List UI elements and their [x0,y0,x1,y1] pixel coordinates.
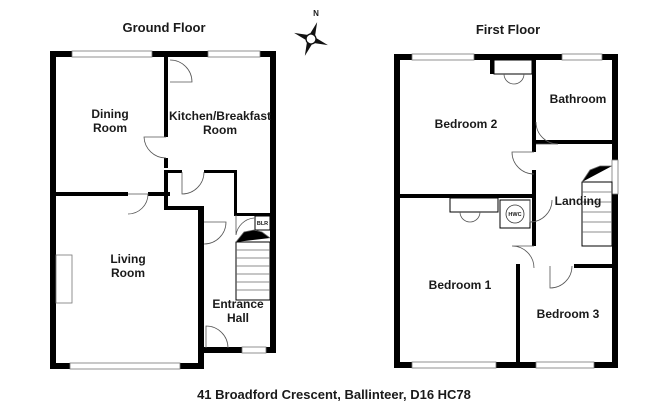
ff-wall-bed3-top [574,264,616,268]
ff-hwc-cylinder [505,204,525,224]
first-floor-plan: HWC Bedroom 2 Bathroom Landing Bedroom 1… [394,53,619,369]
gf-wall-dining-kitchen-lower [164,158,168,168]
ff-wall-right [612,54,618,368]
gf-wall-dining-living-a [50,192,128,196]
ground-floor-title: Ground Floor [122,20,205,35]
ff-wall-bed2-landing [532,170,536,198]
ff-door-hwc [529,199,553,223]
gf-label-entrance-1: Entrance [212,297,264,311]
gf-wall-living-right [164,172,168,210]
gf-label-kitchen-1: Kitchen/Breakfast [169,109,271,123]
ff-hwc-label: HWC [508,212,521,218]
gf-window-kitchen [207,50,261,58]
ff-wardrobe-bed1-doors [459,211,481,223]
ff-wall-bed2-bed1 [394,194,534,198]
gf-wall-boiler-bottom-a [234,213,272,216]
gf-label-dining-1: Dining [91,107,128,121]
ff-wardrobe-bed2-doors [503,73,525,85]
ff-wardrobe-bed1 [449,197,499,213]
gf-door-boiler [235,215,255,236]
gf-door-entrance [205,325,229,349]
ff-wall-bed1-bed3 [516,264,520,368]
ff-staircase [581,165,613,247]
ff-window-bathroom [561,53,603,61]
ff-door-bedroom1 [511,245,535,269]
compass-north-label: N [313,9,319,18]
gf-window-living [69,362,181,370]
gf-wall-dining-kitchen [164,51,168,137]
gf-wall-boiler-left [234,170,237,216]
gf-label-living-1: Living [110,252,145,266]
gf-window-hall [241,346,267,354]
ff-door-bedroom2 [511,151,535,175]
ff-label-bedroom1: Bedroom 1 [429,278,492,292]
ff-door-bathroom [535,121,559,145]
gf-window-dining [71,50,153,58]
ff-window-bedroom1 [411,361,497,369]
gf-wall-kitchen-bottom-a [164,170,182,173]
ff-label-landing: Landing [555,194,602,208]
gf-wall-dining-living-b [148,192,170,196]
gf-staircase [235,229,271,301]
ff-window-bedroom2 [411,53,475,61]
ff-window-bedroom3 [535,361,595,369]
gf-wall-kitchen-bottom-b [204,170,236,173]
address-caption: 41 Broadford Crescent, Ballinteer, D16 H… [197,387,471,402]
ff-wall-left [394,54,400,368]
ff-door-bedroom3 [549,265,573,289]
gf-door-kitchen-hall [181,171,205,195]
ff-wardrobe-bed2-wall [490,60,494,74]
gf-label-kitchen-2: Room [203,123,237,137]
ff-wall-bottom [394,362,618,368]
first-floor-title: First Floor [476,22,540,37]
gf-wall-left [50,51,56,369]
gf-wall-top [50,51,276,57]
ff-wardrobe-bed2 [493,59,533,75]
gf-door-living-hall [203,221,227,245]
compass-icon [294,22,328,56]
gf-label-dining-2: Room [93,121,127,135]
gf-wall-right-upper [270,51,276,353]
gf-boiler-cupboard [254,215,271,231]
gf-door-kitchen-top [169,59,193,83]
gf-door-dining-kitchen [143,136,167,159]
gf-wall-living-hall [164,206,204,210]
gf-label-entrance-2: Hall [227,311,249,325]
gf-label-living-2: Room [111,266,145,280]
gf-door-dining-living [127,193,149,215]
gf-wall-hall-left [198,208,204,369]
ff-wall-bed2-bath [532,54,536,152]
gf-boiler-label: BLR [257,221,268,227]
ff-window-landing [611,159,619,195]
ground-floor-plan: BLR Dining Room Kitchen/Breakfast Room L… [50,50,276,370]
gf-wall-bottom-hall [198,347,276,353]
ff-wall-bath-bottom-a [536,140,614,144]
ff-label-bathroom: Bathroom [550,92,607,106]
ff-wall-top [394,54,618,60]
ff-label-bedroom2: Bedroom 2 [435,117,498,131]
ff-label-bedroom3: Bedroom 3 [537,307,600,321]
gf-fireplace [55,254,73,304]
